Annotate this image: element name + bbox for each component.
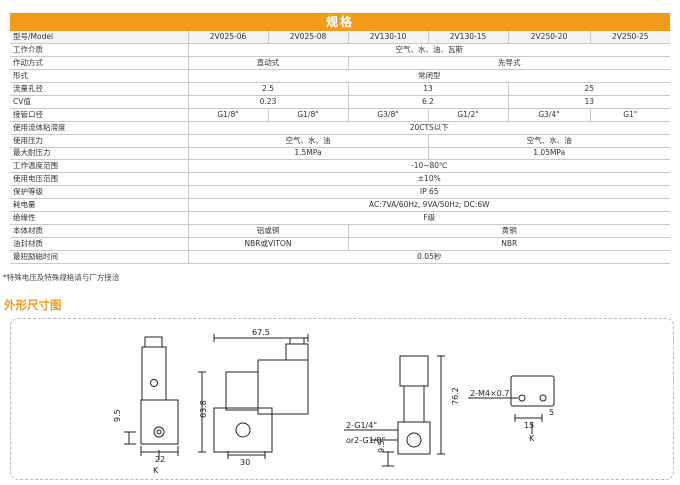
row-label: 保护等级	[10, 185, 188, 200]
row-value: 20CTS以下	[187, 121, 670, 135]
row-label: 最大耐压力	[10, 147, 188, 161]
dim-label: 2-G1/4"	[346, 421, 377, 430]
row-label: 最短励磁时间	[10, 250, 188, 264]
model-header-cell: 2V025-08	[267, 31, 348, 45]
row-value: G1/8"	[267, 108, 348, 122]
table-row: 工作温度范围-10~80℃	[10, 159, 670, 174]
row-label: 使用流体粘滞度	[10, 121, 188, 135]
dim-label: 76.2	[451, 387, 460, 405]
row-value: G3/8"	[347, 108, 428, 122]
row-value: 黄铜	[347, 224, 670, 238]
drawing-front-small	[124, 336, 179, 460]
row-label: 工作温度范围	[10, 159, 188, 174]
row-value: -10~80℃	[187, 159, 670, 174]
row-value: 0.23	[187, 95, 348, 109]
row-label: 使用压力	[10, 134, 188, 148]
row-value: NBR或VITON	[187, 237, 348, 251]
table-row: 本体材质铝或铜黄铜	[10, 224, 670, 238]
row-value: G1/2"	[427, 108, 508, 122]
dimension-title: 外形尺寸图	[4, 298, 62, 312]
dim-label: 9.5	[113, 409, 122, 422]
row-value: 6.2	[347, 95, 508, 109]
row-label: 油封材质	[10, 237, 188, 251]
row-value: 1.05MPa	[427, 147, 670, 161]
model-header-label: 型号/Model	[10, 31, 188, 45]
row-value: AC:7VA/60Hz, 9VA/50Hz; DC:6W	[187, 198, 670, 212]
row-value: 先导式	[347, 56, 670, 71]
row-value: 0.05秒	[187, 250, 670, 264]
row-label: 形式	[10, 69, 188, 84]
model-header-cell: 2V025-06	[187, 31, 268, 45]
dim-label: 15	[524, 421, 534, 430]
row-value: 铝或铜	[187, 224, 348, 238]
row-label: 工作介质	[10, 43, 188, 58]
dim-label: 5	[549, 408, 554, 417]
table-row: 使用电压范围±10%	[10, 172, 670, 187]
row-value: NBR	[347, 237, 670, 251]
row-label: 本体材质	[10, 224, 188, 238]
row-value: 13	[507, 95, 670, 109]
dim-label: 30	[240, 458, 250, 467]
dim-label: 67.5	[252, 328, 270, 337]
row-label: CV值	[10, 95, 188, 109]
dimension-frame	[10, 318, 674, 480]
row-value: 直动式	[187, 56, 348, 71]
row-label: 使用电压范围	[10, 172, 188, 187]
row-value: 空气、水、油	[427, 134, 670, 148]
row-value: 1.5MPa	[187, 147, 428, 161]
model-header-cell: 2V250-25	[589, 31, 670, 45]
drawing-side-large	[198, 334, 309, 459]
row-value: ±10%	[187, 172, 670, 187]
row-label: 接管口径	[10, 108, 188, 122]
row-value: F级	[187, 211, 670, 225]
dim-label: K	[153, 466, 159, 475]
footnote: *特殊电压及特殊规格请与厂方接洽	[3, 273, 120, 282]
dim-label: 63.8	[199, 400, 208, 418]
model-header-cell: 2V130-15	[427, 31, 508, 45]
row-value: G1"	[589, 108, 670, 122]
row-label: 流量孔径	[10, 82, 188, 96]
row-value: G1/8"	[187, 108, 268, 122]
dim-label: K	[529, 434, 535, 443]
row-label: 耗电量	[10, 198, 188, 212]
row-value: 空气、水、油	[187, 134, 428, 148]
model-header-cell: 2V250-20	[507, 31, 590, 45]
row-value: 空气、水、油、瓦斯	[187, 43, 670, 58]
dim-label: 22	[155, 455, 165, 464]
table-row: 作动方式直动式先导式	[10, 56, 670, 71]
row-value: 25	[507, 82, 670, 96]
row-value: G3/4"	[507, 108, 590, 122]
table-row: 形式常闭型	[10, 69, 670, 84]
dim-label: 9.5	[377, 440, 386, 453]
table-row: 工作介质空气、水、油、瓦斯	[10, 43, 670, 58]
row-label: 作动方式	[10, 56, 188, 71]
row-value: 常闭型	[187, 69, 670, 84]
model-header-cell: 2V130-10	[347, 31, 428, 45]
spec-title: 规格	[10, 13, 670, 31]
row-label: 绝缘性	[10, 211, 188, 225]
row-value: 13	[347, 82, 508, 96]
drawing-front-tall	[344, 355, 445, 467]
row-value: IP 65	[187, 185, 670, 200]
table-row: 使用压力空气、水、油空气、水、油	[10, 134, 670, 148]
dim-label: or2-G1/8"	[346, 436, 385, 445]
drawing-bottom-plate	[468, 375, 555, 434]
dim-label: 2-M4×0.7	[470, 389, 509, 398]
row-value: 2.5	[187, 82, 348, 96]
